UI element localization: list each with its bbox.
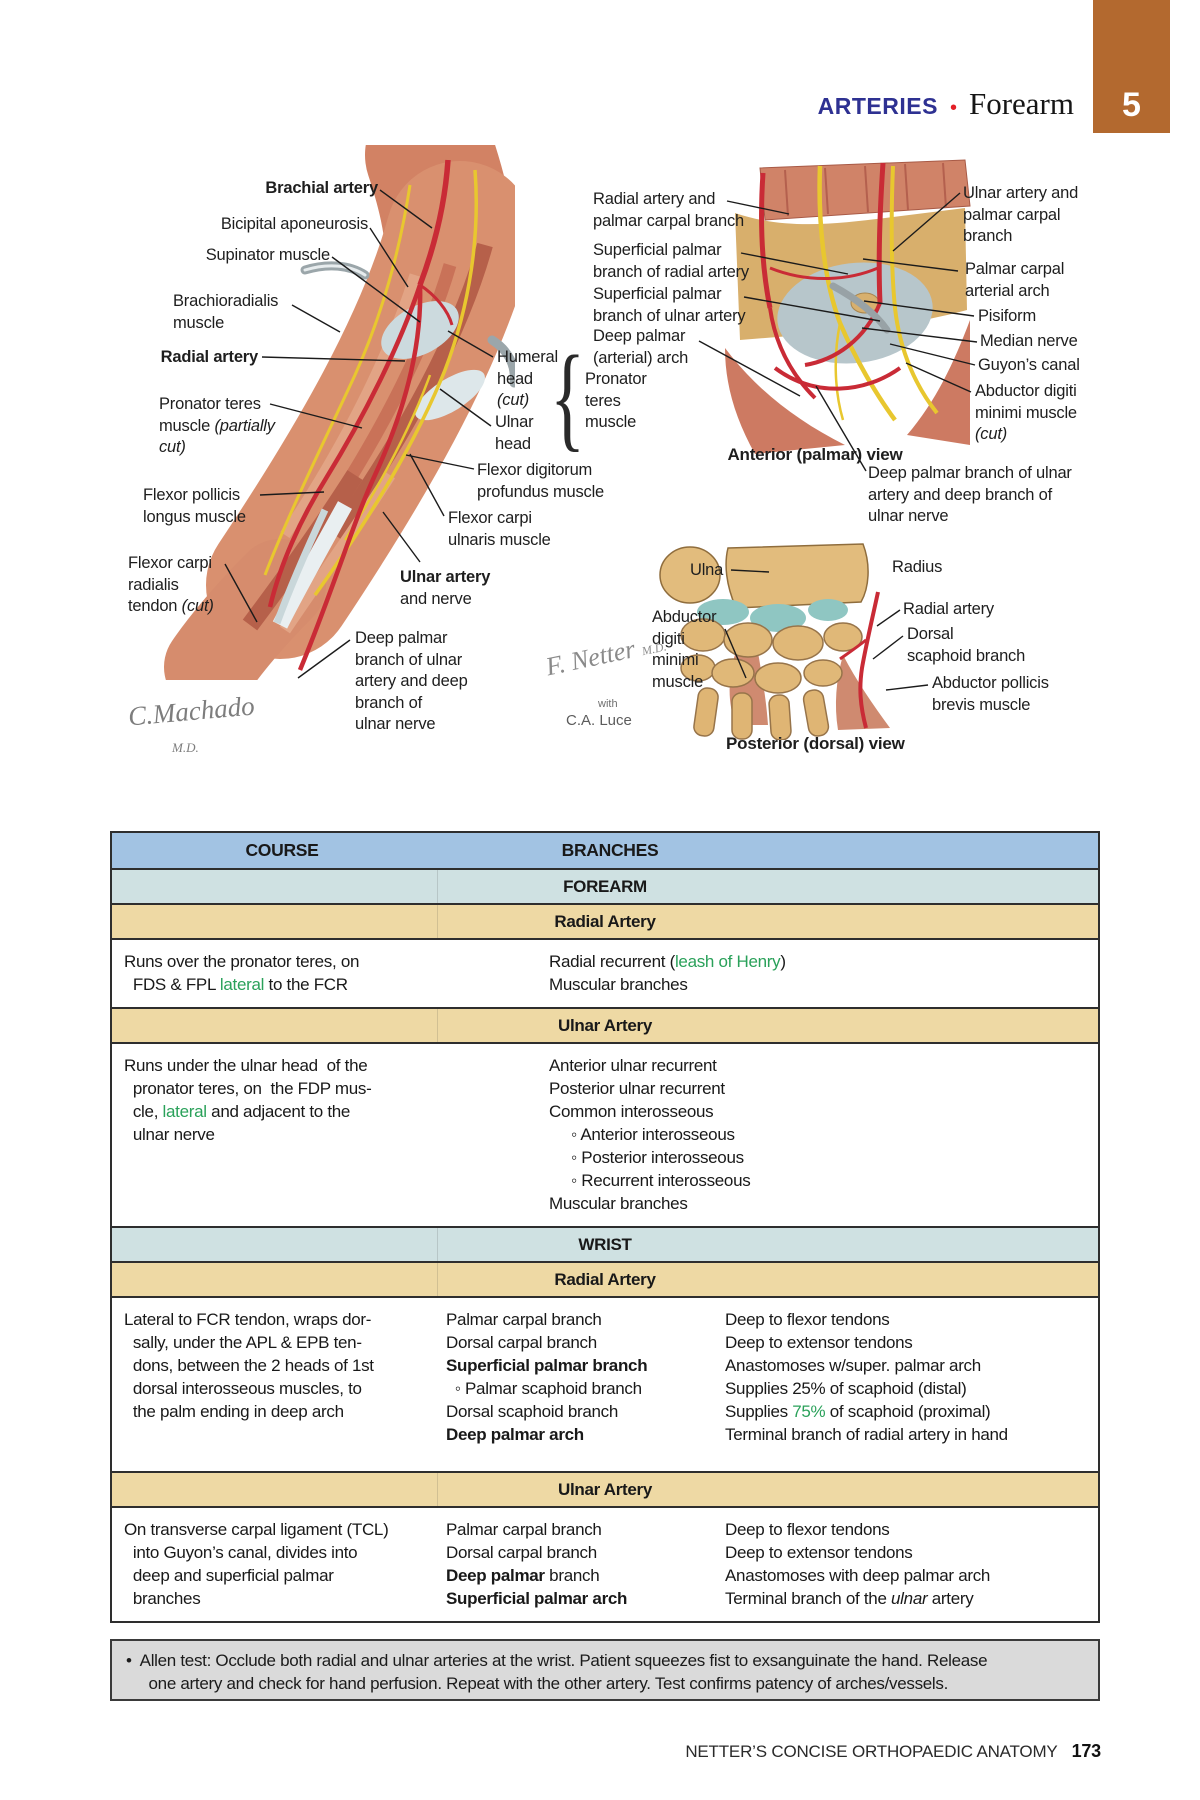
label-guyons-canal: Guyon’s canal <box>978 356 1080 374</box>
label-abductor-pollicis-brevis: Abductor pollicis brevis muscle <box>932 674 1049 714</box>
label-deep-palmar-arch: Deep palmar (arterial) arch <box>593 327 689 367</box>
page-number: 173 <box>1071 1741 1102 1761</box>
label-abductor-digiti-minimi-cut: Abductor digiti minimi muscle (cut) <box>975 382 1077 443</box>
branches-cell: Palmar carpal branch Dorsal carpal branc… <box>446 1310 648 1444</box>
branches-cell: Palmar carpal branch Dorsal carpal branc… <box>446 1520 628 1608</box>
label-radius: Radius <box>892 558 943 576</box>
label-ulnar-head: Ulnar head <box>495 413 534 453</box>
label-ulna: Ulna <box>690 561 724 579</box>
anatomy-table: COURSE BRANCHES FOREARM Radial Artery Ru… <box>110 831 1100 1623</box>
machado-signature: C.Machado <box>126 690 256 732</box>
label-brachioradialis-muscle: Brachioradialis muscle <box>173 292 279 332</box>
label-flexor-digitorum-profundus: Flexor digitorum profundus muscle <box>477 461 605 501</box>
label-flexor-carpi-ulnaris: Flexor carpi ulnaris muscle <box>448 509 551 549</box>
page-footer: NETTER’S CONCISE ORTHOPAEDIC ANATOMY 173 <box>685 1741 1101 1762</box>
notes-cell: Deep to flexor tendons Deep to extensor … <box>725 1310 1008 1444</box>
label-bicipital-aponeurosis: Bicipital aponeurosis <box>220 215 368 233</box>
page-header: ARTERIES • Forearm <box>818 86 1074 122</box>
label-abductor-digiti-minimi-dorsal: Abductor digiti minimi muscle <box>652 608 717 691</box>
row-forearm-ulnar: Runs under the ulnar head of the pronato… <box>112 1042 1098 1226</box>
with-credit: with <box>598 698 618 710</box>
row-forearm-radial: Runs over the pronator teres, on FDS & F… <box>112 938 1098 1007</box>
label-superficial-palmar-ulnar: Superficial palmar branch of ulnar arter… <box>593 285 746 325</box>
pronator-teres-brace: { <box>550 331 586 462</box>
band-forearm-radial-artery: Radial Artery <box>112 903 1098 938</box>
book-title: NETTER’S CONCISE ORTHOPAEDIC ANATOMY <box>685 1742 1058 1761</box>
note-bullet: • <box>126 1651 132 1670</box>
course-header: COURSE <box>245 840 319 860</box>
label-median-nerve: Median nerve <box>980 332 1078 350</box>
label-supinator-muscle: Supinator muscle <box>205 246 330 264</box>
label-palmar-carpal-arch: Palmar carpal arterial arch <box>965 260 1065 300</box>
table-header-row: COURSE BRANCHES <box>112 833 1098 868</box>
chapter-tab: 5 <box>1093 0 1170 133</box>
label-dorsal-scaphoid-branch: Dorsal scaphoid branch <box>907 625 1026 665</box>
label-flexor-pollicis-longus: Flexor pollicis longus muscle <box>143 486 246 526</box>
notes-cell: Deep to flexor tendons Deep to extensor … <box>725 1520 991 1608</box>
machado-md: M.D. <box>172 740 199 755</box>
label-brachial-artery: Brachial artery <box>265 179 378 197</box>
course-cell: Lateral to FCR tendon, wraps dor- sally,… <box>124 1310 374 1421</box>
band-forearm-ulnar-artery: Ulnar Artery <box>112 1007 1098 1042</box>
label-flexor-carpi-radialis: Flexor carpi radialis tendon (cut) <box>128 554 214 615</box>
dorsal-view-illustration <box>659 543 890 740</box>
row-wrist-radial: Lateral to FCR tendon, wraps dor- sally,… <box>112 1296 1098 1471</box>
header-bullet-icon: • <box>949 97 957 119</box>
palmar-view-illustration <box>725 159 971 454</box>
label-ulnar-artery-and-nerve: Ulnar artery and nerve <box>400 568 491 608</box>
label-deep-palmar-branch-left: Deep palmar branch of ulnar artery and d… <box>355 629 468 733</box>
note-text: Allen test: Occlude both radial and ulna… <box>139 1651 988 1693</box>
topic-title: Forearm <box>968 86 1074 121</box>
label-radial-artery: Radial artery <box>160 348 259 366</box>
label-pisiform: Pisiform <box>978 307 1036 325</box>
course-cell: Runs over the pronator teres, on FDS & F… <box>124 952 360 994</box>
luce-credit: C.A. Luce <box>566 712 632 729</box>
branches-header: BRANCHES <box>561 840 659 860</box>
label-pronator-teres-muscle: Pronator teres muscle (partially cut) <box>159 395 275 456</box>
row-wrist-ulnar: On transverse carpal ligament (TCL) into… <box>112 1506 1098 1621</box>
course-cell: On transverse carpal ligament (TCL) into… <box>124 1520 389 1608</box>
course-cell: Runs under the ulnar head of the pronato… <box>124 1056 372 1144</box>
label-superficial-palmar-radial: Superficial palmar branch of radial arte… <box>593 241 749 281</box>
branches-cell: Radial recurrent (leash of Henry) Muscul… <box>549 952 786 994</box>
band-wrist-ulnar-artery: Ulnar Artery <box>112 1471 1098 1506</box>
section-title: ARTERIES <box>817 93 938 119</box>
band-wrist-radial-artery: Radial Artery <box>112 1261 1098 1296</box>
section-row-forearm: FOREARM <box>112 868 1098 903</box>
label-radial-artery-palmar-carpal: Radial artery and palmar carpal branch <box>593 190 744 230</box>
allen-test-note: • Allen test: Occlude both radial and ul… <box>110 1639 1100 1701</box>
section-row-wrist: WRIST <box>112 1226 1098 1261</box>
caption-posterior-dorsal-view: Posterior (dorsal) view <box>726 734 905 753</box>
label-deep-palmar-branch-right: Deep palmar branch of ulnar artery and d… <box>868 464 1072 525</box>
label-ulnar-artery-palmar-carpal: Ulnar artery and palmar carpal branch <box>963 184 1079 245</box>
label-humeral-head: Humeral head (cut) <box>497 348 558 409</box>
label-pronator-teres-group: Pronator teres muscle <box>585 370 647 431</box>
branches-cell: Anterior ulnar recurrent Posterior ulnar… <box>549 1056 751 1213</box>
chapter-number: 5 <box>1122 86 1141 124</box>
label-radial-artery-dorsal: Radial artery <box>903 600 994 618</box>
